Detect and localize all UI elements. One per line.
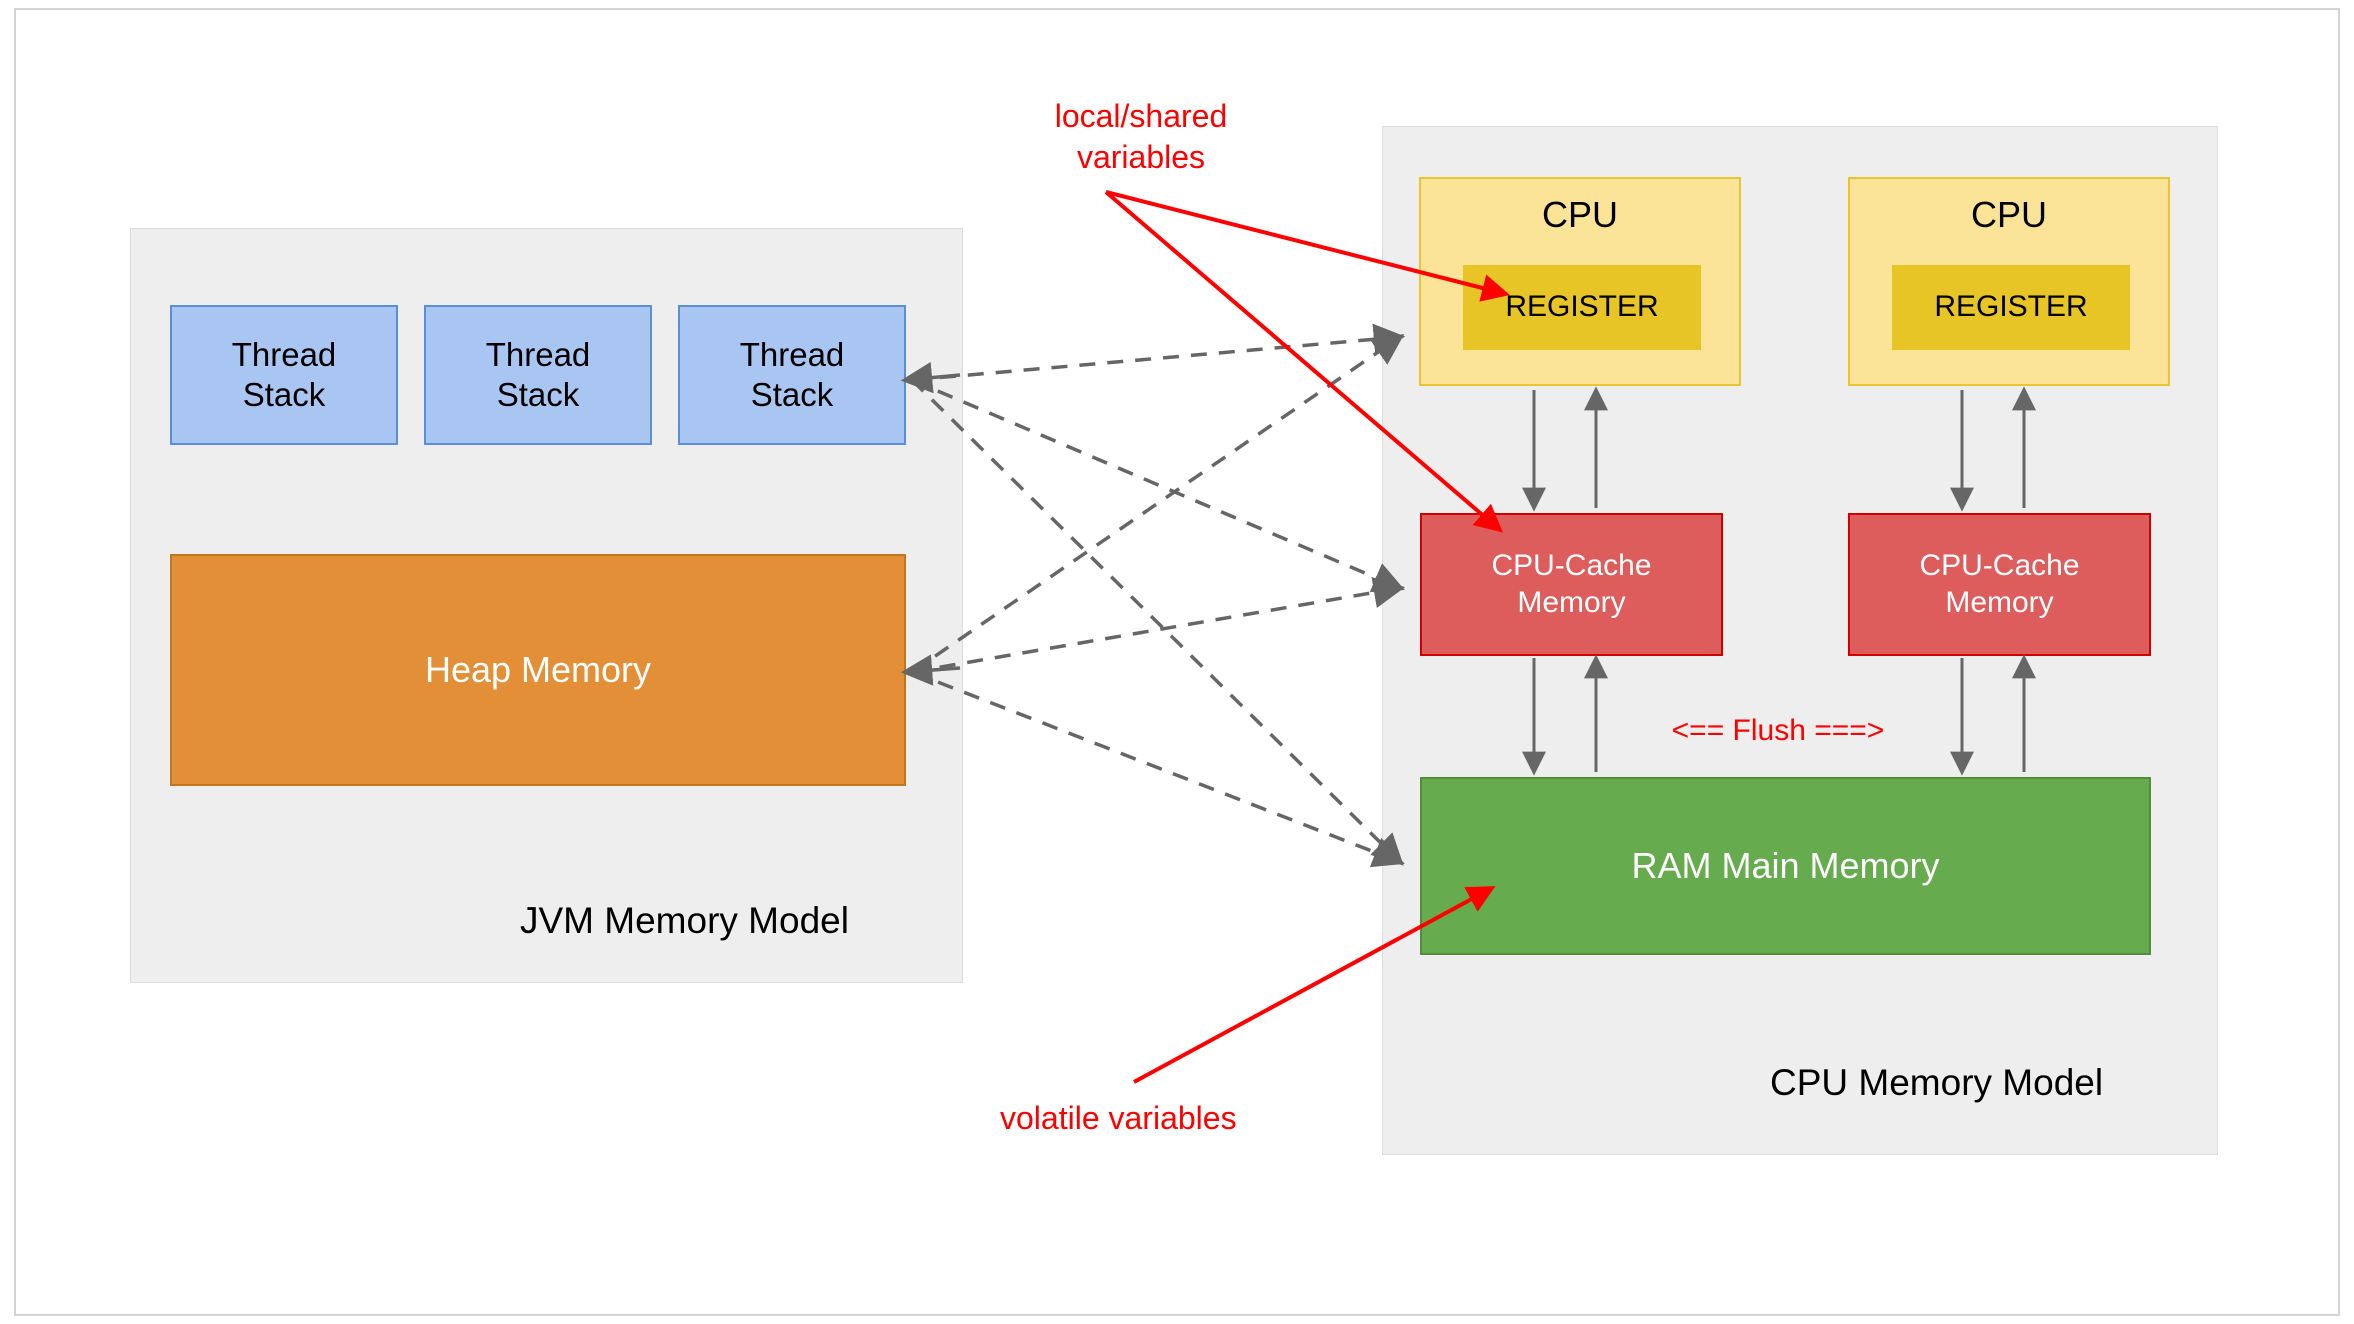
register-box-2[interactable]: REGISTER: [1892, 265, 2130, 350]
cpu-label-1: CPU: [1541, 194, 1618, 235]
cpu-box-1[interactable]: CPU REGISTER: [1419, 177, 1741, 386]
dashed-connector-heap-to-cpucache: [911, 576, 1406, 674]
dashed-connector-threadstack-to-cpucache: [911, 378, 1405, 593]
thread-stack-box-3[interactable]: Thread Stack: [678, 305, 906, 445]
jvm-memory-model-title: JVM Memory Model: [520, 900, 849, 941]
thread-stack-box-1[interactable]: Thread Stack: [170, 305, 398, 445]
cpu-memory-model-title: CPU Memory Model: [1770, 1062, 2104, 1103]
flush-label: <== Flush ===>: [1671, 714, 1885, 747]
register-box-1[interactable]: REGISTER: [1463, 265, 1701, 350]
cpu-label-2: CPU: [1970, 194, 2047, 235]
dashed-connector-threadstack-to-ram: [910, 378, 1404, 866]
cpu-box-2[interactable]: CPU REGISTER: [1848, 177, 2170, 386]
heap-memory-box[interactable]: Heap Memory: [170, 554, 906, 786]
cpu-cache-memory-box-1[interactable]: CPU-Cache Memory: [1420, 513, 1723, 656]
annotation-volatile-variables: volatile variables: [1000, 1100, 1237, 1136]
dashed-connector-heap-to-register: [911, 334, 1405, 674]
thread-stack-box-2[interactable]: Thread Stack: [424, 305, 652, 445]
dashed-connector-threadstack-to-register: [911, 323, 1406, 382]
annotation-local-shared-variables: local/shared variables: [1054, 98, 1228, 175]
ram-main-memory-box[interactable]: RAM Main Memory: [1420, 777, 2151, 955]
dashed-connector-heap-to-ram: [911, 670, 1405, 868]
cpu-cache-memory-box-2[interactable]: CPU-Cache Memory: [1848, 513, 2151, 656]
